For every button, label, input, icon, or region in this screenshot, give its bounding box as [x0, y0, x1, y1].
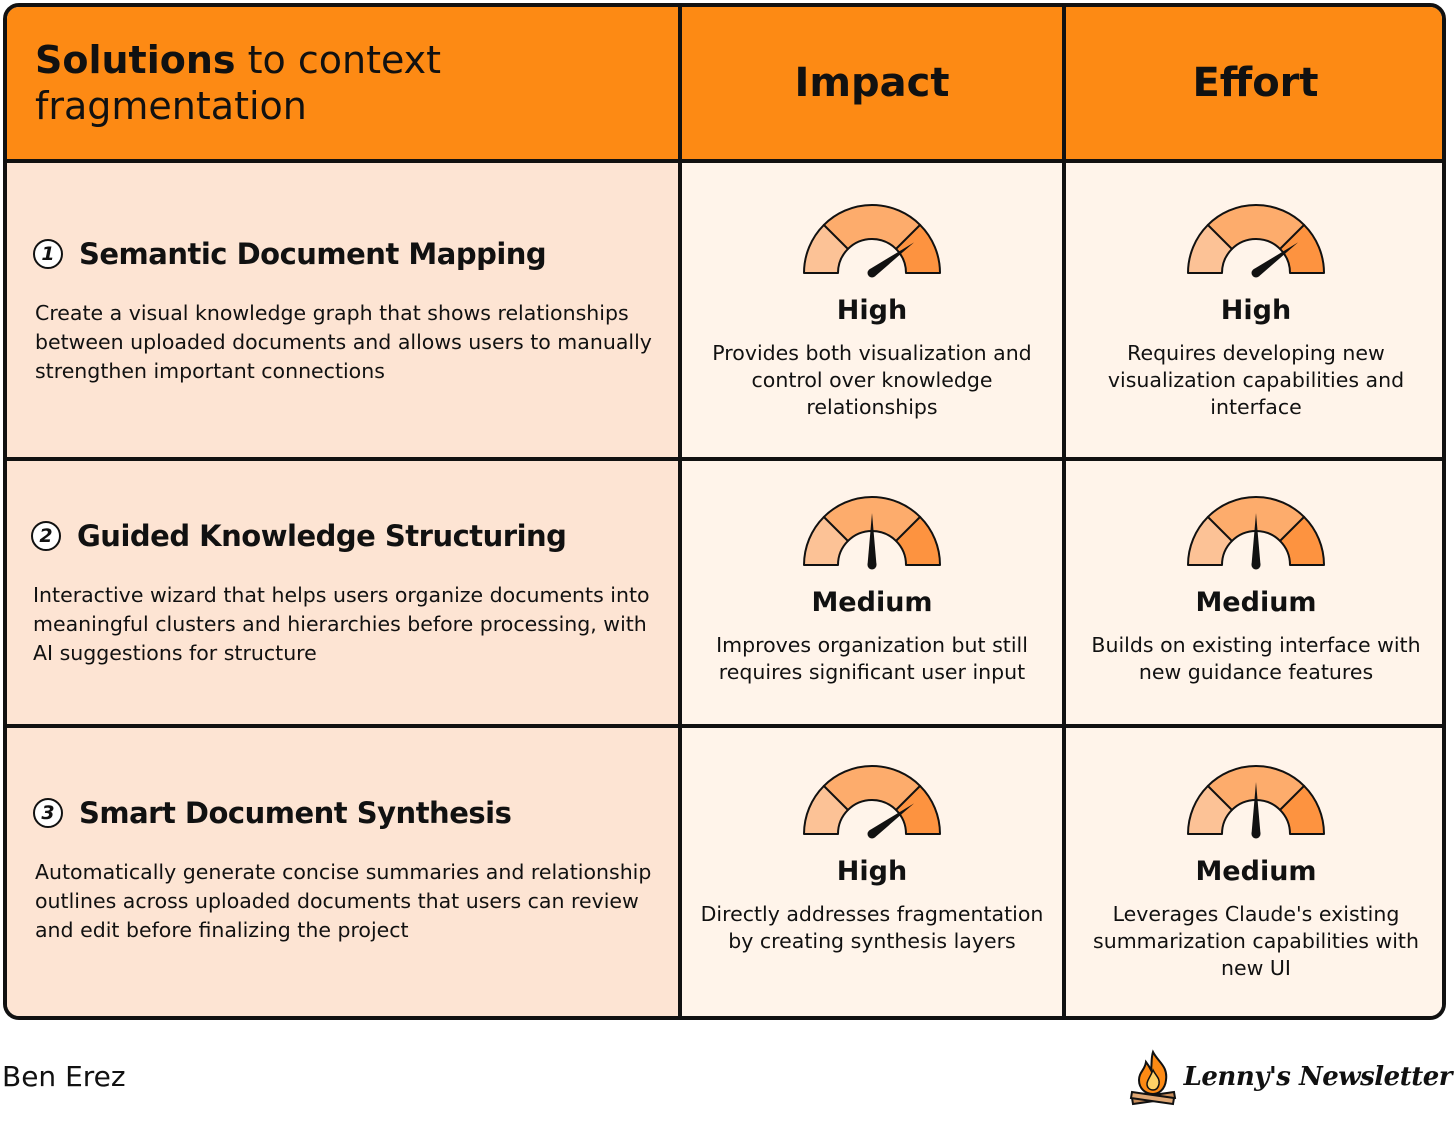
title-rest: to context fragmentation: [35, 38, 442, 128]
gauge-segment: [1206, 204, 1306, 250]
solution-description: Interactive wizard that helps users orga…: [33, 583, 650, 665]
effort-cell-1: High Requires developing new visualizati…: [1066, 203, 1442, 421]
gauge-needle: [1251, 513, 1261, 565]
impact-level: High: [836, 856, 908, 887]
title-bold: Solutions: [35, 38, 236, 82]
gauge-icon: [1187, 496, 1325, 570]
impact-column-header: Impact: [794, 60, 950, 106]
effort-note: Builds on existing interface with new gu…: [1091, 633, 1421, 684]
effort-column-header: Effort: [1192, 60, 1319, 106]
solution-description: Create a visual knowledge graph that sho…: [35, 301, 652, 383]
gauge-icon: [1187, 204, 1325, 278]
gauge-needle: [869, 242, 915, 277]
effort-level: High: [1220, 295, 1292, 326]
gauge-icon: [803, 496, 941, 570]
impact-level: High: [836, 295, 908, 326]
impact-cell-1: High Provides both visualization and con…: [682, 203, 1062, 421]
gauge-segment: [1279, 515, 1325, 566]
effort-cell-2: Medium Builds on existing interface with…: [1066, 495, 1442, 686]
gauge-segment: [822, 765, 922, 811]
number-badge: 2: [31, 521, 61, 551]
number-badge: 1: [33, 239, 63, 269]
impact-cell-2: Medium Improves organization but still r…: [682, 495, 1062, 686]
effort-level: Medium: [1195, 587, 1317, 618]
gauge-needle: [867, 513, 877, 565]
campfire-icon: [1129, 1049, 1176, 1106]
gauge-hub: [1251, 560, 1261, 570]
brand-name: Lenny's Newsletter: [1183, 1062, 1453, 1092]
gauge-needle: [869, 803, 915, 838]
gauge-icon: [1187, 765, 1325, 839]
gauge-hub: [867, 268, 877, 278]
gauge-segment: [822, 204, 922, 250]
effort-cell-3: Medium Leverages Claude's existing summa…: [1066, 764, 1442, 982]
effort-note: Leverages Claude's existing summarizatio…: [1093, 902, 1419, 980]
solution-name: Guided Knowledge Structuring: [77, 519, 567, 553]
effort-level: Medium: [1195, 856, 1317, 887]
solutions-table: Solutions to context fragmentation Impac…: [3, 3, 1446, 1020]
solution-description: Automatically generate concise summaries…: [35, 860, 652, 942]
impact-note: Improves organization but still requires…: [716, 633, 1028, 684]
impact-cell-3: High Directly addresses fragmentation by…: [682, 764, 1062, 955]
impact-level: Medium: [811, 587, 933, 618]
gauge-hub: [1251, 829, 1261, 839]
impact-note: Directly addresses fragmentation by crea…: [700, 902, 1044, 953]
gauge-hub: [867, 829, 877, 839]
author-name: Ben Erez: [2, 1060, 126, 1093]
solution-name: Semantic Document Mapping: [79, 237, 547, 271]
divider: [7, 724, 1442, 728]
divider: [1062, 7, 1066, 1016]
gauge-segment: [1279, 784, 1325, 835]
impact-note: Provides both visualization and control …: [712, 341, 1032, 419]
gauge-hub: [867, 560, 877, 570]
divider: [678, 7, 682, 1016]
gauge-hub: [1251, 268, 1261, 278]
gauge-needle: [1251, 782, 1261, 834]
gauge-needle: [1253, 242, 1299, 277]
divider: [7, 457, 1442, 461]
number-badge: 3: [33, 798, 63, 828]
solution-name: Smart Document Synthesis: [79, 796, 512, 830]
gauge-icon: [803, 204, 941, 278]
gauge-segment: [895, 515, 941, 566]
gauge-icon: [803, 765, 941, 839]
table-header: [7, 7, 1442, 163]
brand-logo: Lenny's Newsletter: [1128, 1048, 1453, 1106]
table-title: Solutions to context fragmentation: [35, 37, 635, 129]
effort-note: Requires developing new visualization ca…: [1107, 341, 1405, 419]
